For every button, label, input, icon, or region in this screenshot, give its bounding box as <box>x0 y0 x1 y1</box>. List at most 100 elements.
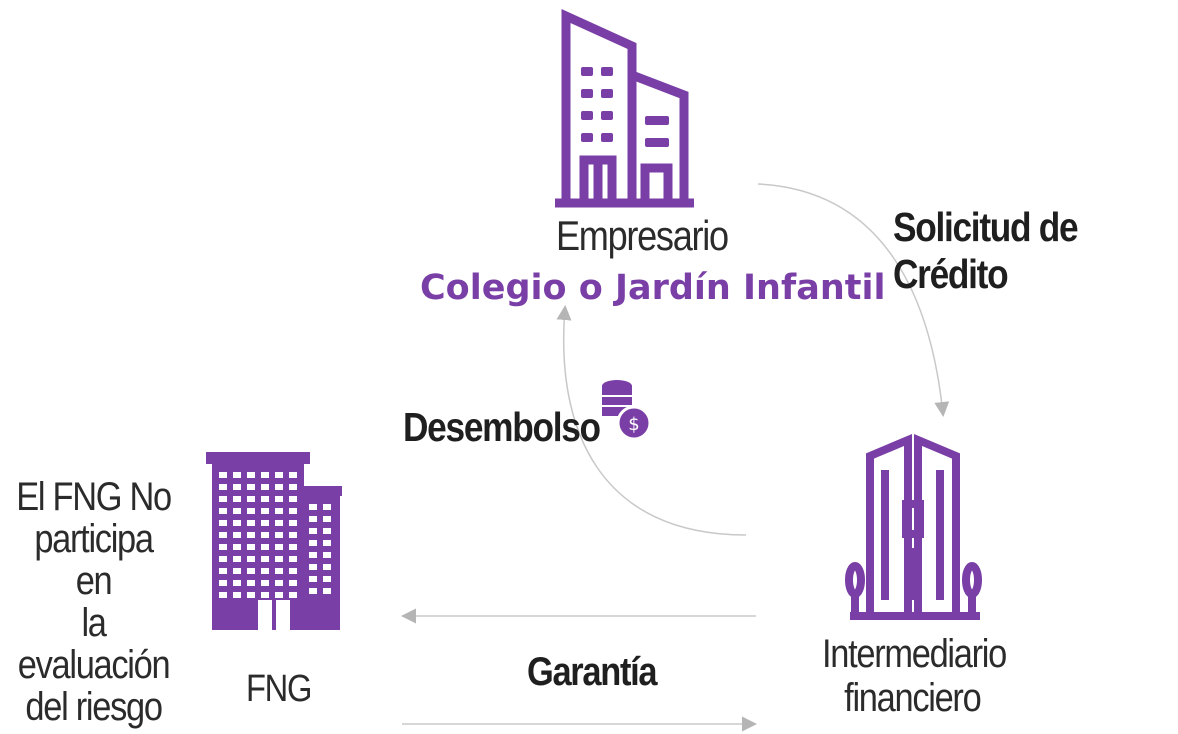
window <box>233 544 241 550</box>
window <box>289 484 297 490</box>
window <box>289 472 297 478</box>
solicitud-label: Solicitud de Crédito <box>893 204 1079 297</box>
window <box>289 508 297 514</box>
window <box>289 532 297 538</box>
tower-icon <box>845 433 982 620</box>
window <box>247 544 255 550</box>
window <box>309 528 317 534</box>
solicitud-arrow <box>757 183 950 417</box>
window <box>219 568 227 574</box>
window <box>233 556 241 562</box>
window <box>219 484 227 490</box>
window <box>275 580 283 586</box>
window <box>261 556 269 562</box>
window <box>289 556 297 562</box>
window <box>247 556 255 562</box>
fng-label: FNG <box>246 668 312 710</box>
window <box>261 484 269 490</box>
window <box>233 568 241 574</box>
window <box>309 576 317 582</box>
window <box>275 472 283 478</box>
window <box>247 592 255 598</box>
window <box>261 472 269 478</box>
garantia-label: Garantía <box>527 650 658 694</box>
window <box>289 592 297 598</box>
window <box>323 528 331 534</box>
window <box>275 484 283 490</box>
window <box>219 592 227 598</box>
window <box>219 532 227 538</box>
intermediario-label: Intermediario financiero <box>822 632 1007 720</box>
window <box>247 532 255 538</box>
intermediario-label-line: financiero <box>844 676 982 720</box>
window <box>275 508 283 514</box>
window <box>309 504 317 510</box>
window <box>233 532 241 538</box>
window <box>247 472 255 478</box>
window <box>289 496 297 502</box>
window <box>233 520 241 526</box>
desembolso-arrow <box>556 305 747 536</box>
window <box>233 484 241 490</box>
window <box>261 580 269 586</box>
window <box>275 592 283 598</box>
window <box>309 552 317 558</box>
window <box>275 544 283 550</box>
building-icon <box>555 9 694 208</box>
desembolso-label: Desembolso <box>403 404 601 450</box>
window <box>219 472 227 478</box>
office-building-icon <box>206 452 342 630</box>
window <box>247 520 255 526</box>
window <box>275 496 283 502</box>
intermediario-label-line: Intermediario <box>822 632 1007 676</box>
window <box>323 588 331 594</box>
window <box>261 568 269 574</box>
window <box>233 592 241 598</box>
window <box>309 516 317 522</box>
window <box>247 580 255 586</box>
window <box>289 568 297 574</box>
window <box>247 484 255 490</box>
window <box>261 496 269 502</box>
money-coins-icon: $ <box>602 380 652 441</box>
window <box>233 472 241 478</box>
fng-note-line: del riesgo <box>25 685 163 729</box>
building-windows <box>581 67 669 147</box>
fng-note-line: la evaluación <box>17 601 171 687</box>
office-building-windows <box>219 472 331 598</box>
window <box>323 552 331 558</box>
window <box>289 544 297 550</box>
window <box>275 568 283 574</box>
window <box>275 556 283 562</box>
window <box>275 520 283 526</box>
window <box>219 496 227 502</box>
window <box>219 556 227 562</box>
fng-note-line: participa en <box>34 517 154 603</box>
window <box>261 544 269 550</box>
window <box>219 520 227 526</box>
window <box>233 508 241 514</box>
window <box>323 504 331 510</box>
window <box>289 580 297 586</box>
window <box>289 520 297 526</box>
fng-note-line: El FNG No <box>16 475 172 519</box>
window <box>247 496 255 502</box>
window <box>309 564 317 570</box>
window <box>309 588 317 594</box>
window <box>309 540 317 546</box>
window <box>219 580 227 586</box>
svg-text:$: $ <box>628 414 639 435</box>
empresario-label: Empresario <box>556 212 729 259</box>
window <box>323 516 331 522</box>
window <box>275 532 283 538</box>
window <box>323 540 331 546</box>
empresario-sublabel: Colegio o Jardín Infantil <box>420 268 886 308</box>
window <box>261 532 269 538</box>
window <box>247 508 255 514</box>
window <box>219 508 227 514</box>
window <box>233 580 241 586</box>
window <box>233 496 241 502</box>
window <box>261 592 269 598</box>
window <box>247 568 255 574</box>
